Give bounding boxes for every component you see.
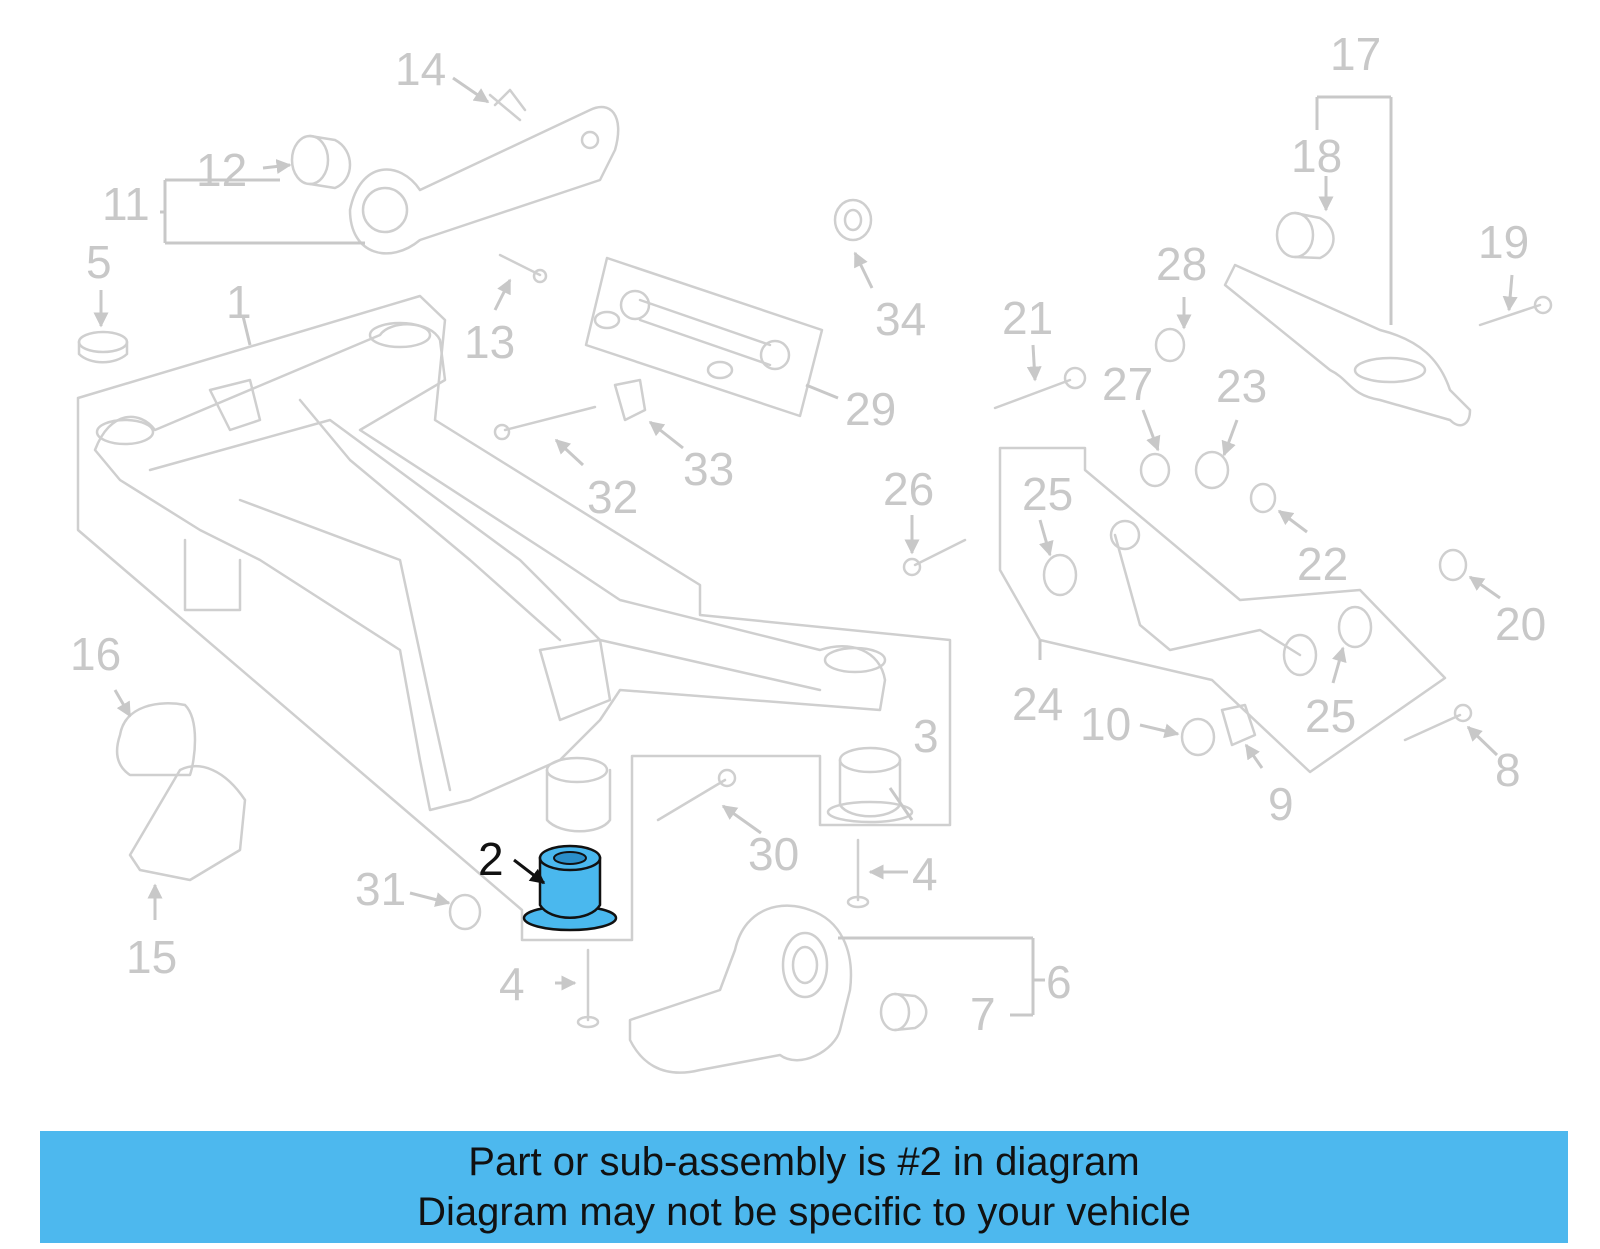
mount-part-15 bbox=[128, 765, 247, 882]
callout-34: 34 bbox=[875, 293, 926, 345]
plate-part-33 bbox=[613, 378, 647, 422]
callout-32: 32 bbox=[587, 471, 638, 523]
bolt-part-13 bbox=[498, 253, 548, 284]
banner-line-1: Part or sub-assembly is #2 in diagram bbox=[468, 1140, 1140, 1184]
callout-19: 19 bbox=[1478, 216, 1529, 268]
callout-20: 20 bbox=[1495, 598, 1546, 650]
bolt-part-8 bbox=[1403, 703, 1473, 742]
nut-part-31 bbox=[448, 893, 482, 931]
callout-24: 24 bbox=[1012, 678, 1063, 730]
callout-25b: 25 bbox=[1305, 690, 1356, 742]
callout-13: 13 bbox=[464, 316, 515, 368]
callout-3: 3 bbox=[913, 710, 939, 762]
bushing-part-18 bbox=[1275, 211, 1335, 260]
subframe-part bbox=[93, 321, 887, 833]
callout-29: 29 bbox=[845, 383, 896, 435]
bushing-part-7 bbox=[879, 992, 928, 1032]
bolt-part-4b bbox=[576, 948, 600, 1029]
info-banner: Part or sub-assembly is #2 in diagram Di… bbox=[40, 1131, 1568, 1243]
callout-4b: 4 bbox=[499, 958, 525, 1010]
callout-11: 11 bbox=[102, 178, 150, 230]
callout-4a: 4 bbox=[912, 848, 938, 900]
callout-26: 26 bbox=[883, 463, 934, 515]
callout-15: 15 bbox=[126, 931, 177, 983]
leader-line-part-2 bbox=[513, 858, 546, 885]
leader-lines bbox=[93, 76, 1518, 991]
callout-10: 10 bbox=[1080, 698, 1131, 750]
callout-9: 9 bbox=[1268, 778, 1294, 830]
bolt-part-30 bbox=[656, 768, 737, 822]
callout-17: 17 bbox=[1330, 28, 1381, 80]
callout-25a: 25 bbox=[1022, 468, 1073, 520]
bushing-part-2-highlighted bbox=[522, 844, 618, 932]
nut-part-10 bbox=[1180, 717, 1216, 757]
bolt-part-32 bbox=[493, 405, 597, 441]
callout-14: 14 bbox=[395, 43, 446, 95]
bushing-part-12 bbox=[290, 134, 352, 190]
knuckle-part-6 bbox=[628, 904, 853, 1074]
subframe-group-outline bbox=[76, 294, 952, 942]
bolt-part-19 bbox=[1478, 295, 1553, 327]
callout-2: 2 bbox=[478, 833, 504, 885]
callout-30: 30 bbox=[748, 828, 799, 880]
bolt-part-14 bbox=[488, 88, 527, 122]
banner-line-2: Diagram may not be specific to your vehi… bbox=[417, 1190, 1191, 1234]
washer-part-22 bbox=[1249, 482, 1277, 514]
callout-8: 8 bbox=[1495, 744, 1521, 796]
lower-arm-part-17 bbox=[1223, 263, 1472, 427]
oring-part-27 bbox=[1139, 452, 1171, 488]
callout-16: 16 bbox=[70, 628, 121, 680]
callout-22: 22 bbox=[1297, 538, 1348, 590]
bolt-part-21 bbox=[993, 366, 1087, 410]
nut-part-23 bbox=[1194, 450, 1230, 490]
callout-5: 5 bbox=[86, 236, 112, 288]
bracket-lines bbox=[160, 95, 1393, 1017]
nut-part-20 bbox=[1438, 548, 1468, 582]
callout-7: 7 bbox=[970, 988, 996, 1040]
callout-labels: 1 2 3 4 4 5 6 7 8 9 10 11 12 13 14 15 16… bbox=[70, 28, 1546, 1040]
callout-12: 12 bbox=[196, 144, 247, 196]
bolt-part-4a bbox=[846, 838, 870, 909]
bolt-part-26 bbox=[902, 538, 967, 577]
cover-part-16 bbox=[115, 702, 197, 777]
nut-part-34 bbox=[833, 198, 873, 242]
nut-part-28 bbox=[1154, 327, 1186, 363]
callout-23: 23 bbox=[1216, 360, 1267, 412]
plate-part-9 bbox=[1220, 703, 1257, 747]
callout-33: 33 bbox=[683, 443, 734, 495]
callout-27: 27 bbox=[1102, 358, 1153, 410]
callout-6: 6 bbox=[1046, 956, 1072, 1008]
callout-21: 21 bbox=[1002, 292, 1053, 344]
link-part-29 bbox=[584, 256, 824, 418]
callout-31: 31 bbox=[355, 863, 406, 915]
bushing-part-3 bbox=[826, 746, 914, 824]
washer-part-5 bbox=[77, 330, 129, 364]
arm-part-24 bbox=[998, 446, 1447, 774]
callout-28: 28 bbox=[1156, 238, 1207, 290]
upper-control-arm bbox=[348, 105, 620, 255]
callout-18: 18 bbox=[1291, 130, 1342, 182]
callout-1: 1 bbox=[226, 276, 252, 328]
